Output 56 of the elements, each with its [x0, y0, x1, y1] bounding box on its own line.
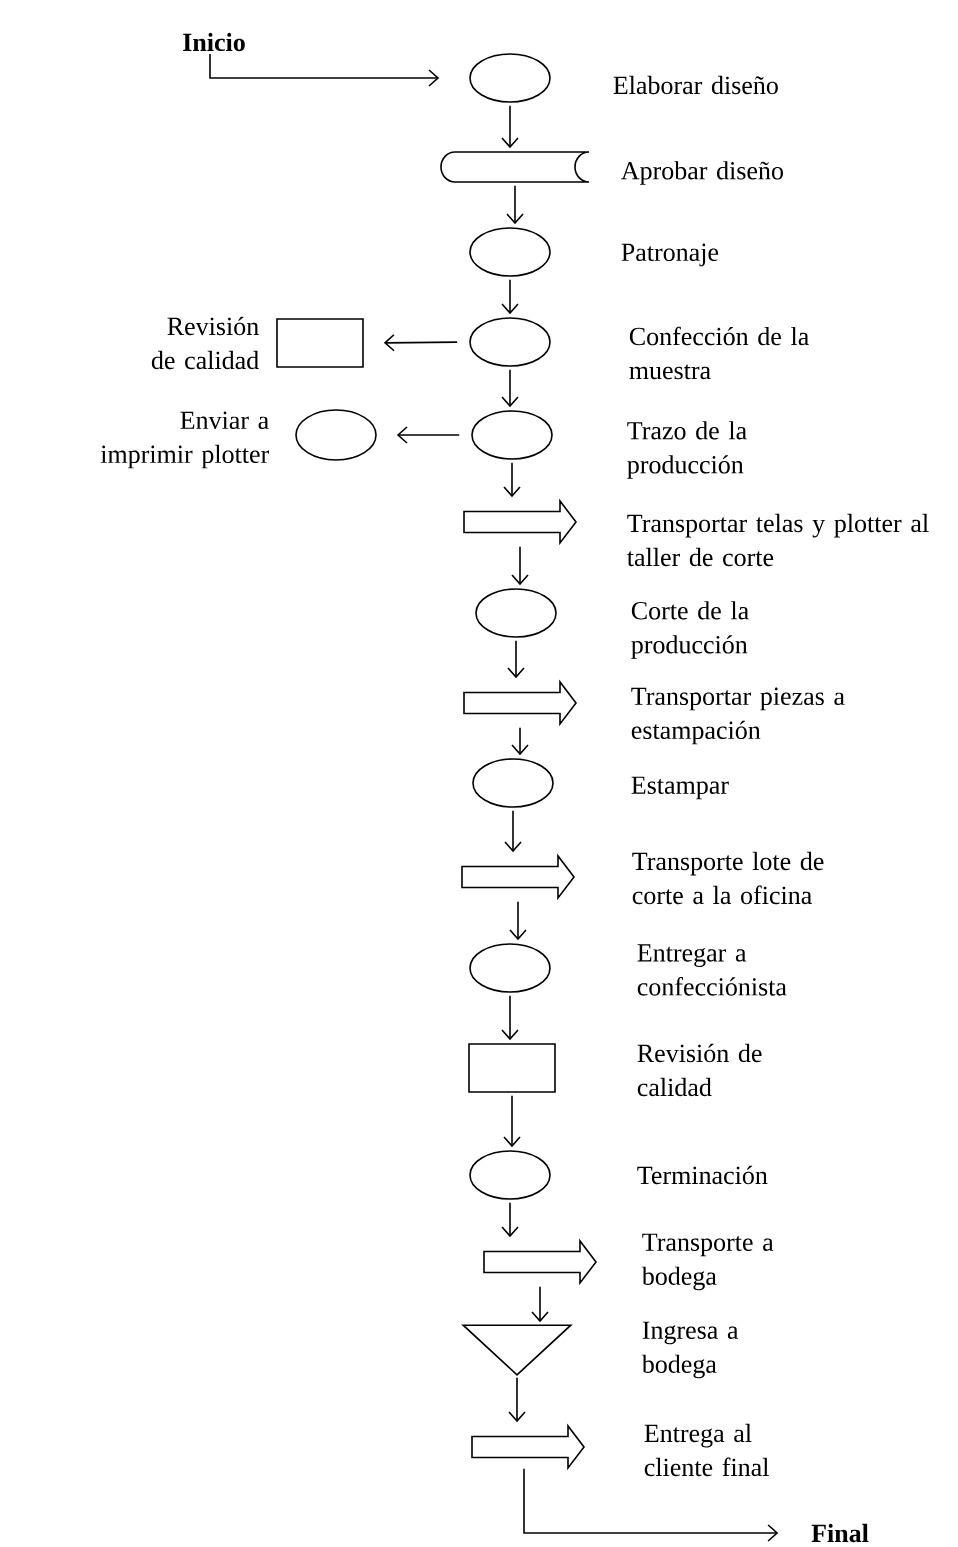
operation-oval	[469, 943, 551, 993]
arrow	[383, 333, 458, 352]
arrow	[507, 640, 525, 679]
step-label: Entregar a confecciónista	[637, 944, 787, 996]
inspection-box	[276, 318, 364, 368]
arrow	[523, 1468, 779, 1542]
operation-oval	[472, 758, 554, 808]
arrow	[501, 995, 519, 1041]
transport-symbol	[461, 853, 575, 901]
arrow	[509, 901, 527, 941]
arrow	[501, 1202, 519, 1238]
step-label: Transportar telas y plotter al taller de corte	[627, 513, 929, 567]
step-label: Revisión de calidad	[637, 1043, 762, 1097]
arrow	[511, 546, 529, 586]
operation-oval	[469, 317, 551, 367]
transport-symbol	[483, 1238, 597, 1286]
step-label: Patronaje	[621, 243, 719, 267]
arrow	[209, 53, 440, 87]
terminal-label: Inicio	[183, 32, 245, 52]
arrow	[503, 1095, 521, 1148]
transport-symbol	[463, 498, 577, 546]
arrow	[504, 810, 522, 853]
arrow	[501, 279, 519, 315]
operation-oval	[295, 409, 377, 461]
step-label: Revisión de calidad	[151, 316, 259, 370]
step-label: Estampar	[631, 776, 729, 800]
step-label: Aprobar diseño	[621, 161, 783, 185]
operation-oval	[475, 588, 557, 638]
operation-oval	[469, 1150, 551, 1200]
step-label: Transporte a bodega	[641, 1233, 774, 1291]
step-label: Trazo de la producción	[627, 421, 747, 479]
step-label: Terminación	[637, 1165, 768, 1185]
inspection-box	[468, 1043, 556, 1093]
arrow	[501, 369, 519, 408]
arrow	[508, 1377, 526, 1423]
step-label: Enviar a imprimir plotter	[100, 411, 269, 469]
operation-oval	[469, 227, 551, 277]
transport-symbol	[471, 1423, 585, 1471]
step-label: Confección de la muestra	[629, 326, 809, 380]
step-label: Transporte lote de corte a la oficina	[632, 851, 824, 905]
arrow	[511, 727, 529, 756]
operation-oval	[469, 53, 551, 103]
operation-oval	[471, 410, 553, 460]
step-label: Elaborar diseño	[613, 75, 778, 95]
arrow	[503, 462, 521, 498]
step-label: Transportar piezas a estampación	[631, 687, 845, 745]
step-label: Entrega al cliente final	[644, 1423, 769, 1477]
arrow	[531, 1286, 549, 1323]
transport-symbol	[463, 679, 577, 727]
arrow	[506, 185, 524, 225]
step-label: Ingresa a bodega	[641, 1321, 739, 1379]
storage-symbol	[440, 151, 590, 183]
arrow	[501, 105, 519, 149]
terminal-label: Final	[811, 1523, 869, 1543]
step-label: Corte de la producción	[631, 601, 749, 659]
arrow	[396, 426, 460, 444]
